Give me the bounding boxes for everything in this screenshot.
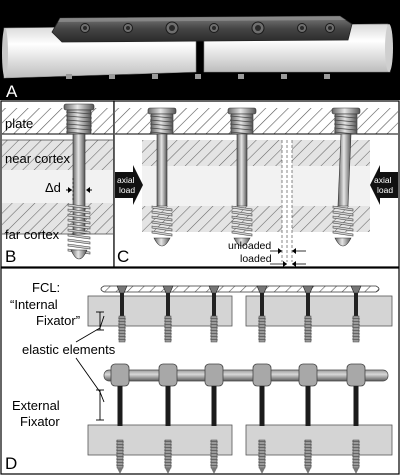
plate-holes	[80, 21, 335, 35]
label-unloaded: unloaded	[228, 240, 271, 252]
bone-plate	[51, 15, 353, 43]
far-cortex-section	[2, 203, 113, 234]
panel-c-letter: C	[117, 247, 129, 266]
label-external: External	[12, 398, 60, 413]
panel-c: axial load axial load unloaded loaded C	[113, 100, 400, 268]
locking-screw	[227, 107, 257, 247]
delta-d-marker	[66, 178, 92, 200]
panel-b-letter: B	[5, 247, 16, 266]
label-far-cortex: far cortex	[5, 227, 60, 242]
screw	[256, 285, 268, 343]
label-internal-fixator-2: Fixator”	[36, 313, 80, 328]
pin-clamp	[204, 363, 224, 474]
medullary-canal	[2, 170, 113, 203]
panel-b: plate near cortex Δd far cortex B	[0, 100, 115, 268]
external-fixator-pins	[110, 363, 366, 474]
near-cortex-section	[2, 140, 113, 170]
medullary-canal	[142, 166, 370, 206]
axial-load-arrow-left: axial load	[115, 165, 143, 205]
label-plate: plate	[5, 116, 33, 131]
panel-a: A	[0, 0, 400, 101]
screws	[147, 107, 361, 247]
lower-bone-right	[245, 424, 393, 456]
screw-tips	[66, 74, 330, 79]
screw	[116, 285, 128, 343]
screw-tip	[281, 74, 287, 79]
pin-clamp	[346, 363, 366, 474]
axial-load-right-2: load	[377, 185, 393, 195]
screw	[350, 285, 362, 343]
internal-fixator-pins	[116, 285, 362, 343]
pin-clamp	[298, 363, 318, 474]
screw-tip	[152, 74, 158, 79]
label-external-2: Fixator	[20, 414, 60, 429]
gap-dimensions	[270, 248, 306, 267]
pin-clamp	[110, 363, 130, 474]
label-near-cortex: near cortex	[5, 151, 71, 166]
locking-screw	[147, 107, 177, 247]
axial-load-left-1: axial	[117, 175, 135, 185]
panel-a-letter: A	[6, 82, 18, 101]
axial-load-left-2: load	[119, 185, 135, 195]
fcl-plate	[100, 285, 380, 293]
screw	[162, 285, 174, 343]
label-internal-fixator: “Internal	[10, 297, 58, 312]
pin-clamp	[252, 363, 272, 474]
panel-d-letter: D	[5, 454, 17, 473]
label-delta-d: Δd	[45, 180, 61, 195]
upper-bone-left	[87, 295, 233, 327]
screw	[302, 285, 314, 343]
near-cortex-section	[142, 140, 370, 166]
label-loaded: loaded	[240, 253, 272, 265]
label-elastic-elements: elastic elements	[22, 342, 116, 357]
screw-tip	[66, 74, 72, 79]
upper-bone-right	[245, 295, 393, 327]
screw-tip	[109, 74, 115, 79]
plate-section	[2, 108, 113, 134]
external-fixator-rod	[103, 369, 389, 382]
screw	[208, 285, 220, 343]
pin-clamp	[158, 363, 178, 474]
locking-screw	[63, 103, 95, 260]
panel-d: FCL: “Internal Fixator” elastic elements…	[0, 267, 400, 475]
screw-tip	[238, 74, 244, 79]
locking-screw	[331, 107, 361, 247]
screw-tip	[324, 74, 330, 79]
axial-load-arrow-right: axial load	[370, 165, 398, 205]
label-fcl: FCL:	[32, 280, 60, 295]
axial-load-right-1: axial	[374, 175, 392, 185]
screw-tip	[195, 74, 201, 79]
far-cortex-section	[142, 206, 370, 232]
elastic-element-leaders	[75, 311, 105, 421]
lower-bone-left	[87, 424, 233, 456]
